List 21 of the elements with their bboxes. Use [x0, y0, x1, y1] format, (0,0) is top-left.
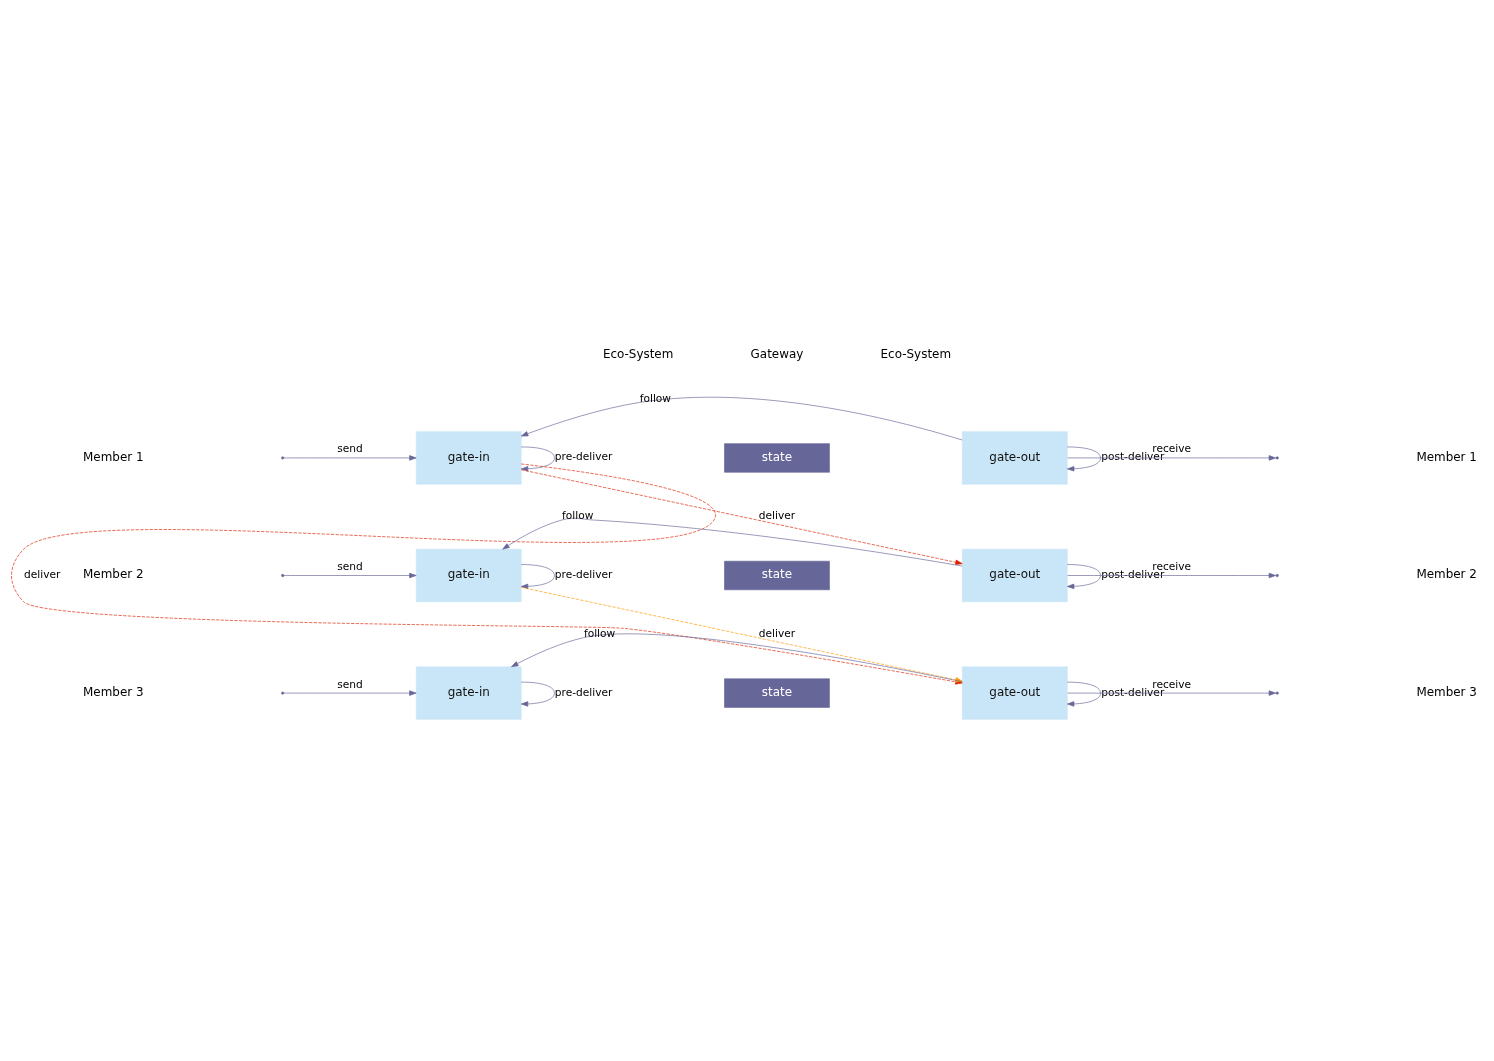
edge-label: send	[337, 677, 363, 691]
label: Member 2	[1416, 566, 1477, 581]
label: Member 3	[83, 684, 144, 699]
edge-label: follow	[639, 391, 672, 405]
label: Member 2	[83, 566, 144, 581]
label: Gateway	[750, 346, 804, 361]
label: Member 1	[1416, 449, 1477, 464]
edge-label: pre-deliver	[554, 449, 613, 463]
label: Eco-System	[880, 346, 952, 361]
edge-label: deliver	[24, 567, 61, 581]
edge-label: send	[337, 441, 363, 455]
label: Member 3	[1416, 684, 1477, 699]
edge-label: follow	[583, 626, 616, 640]
edge-label: pre-deliver	[554, 567, 613, 581]
edge-label: send	[337, 559, 363, 573]
edge-label: pre-deliver	[554, 685, 613, 699]
edge-label: deliver	[758, 508, 796, 522]
edge-label: follow	[562, 508, 594, 522]
edge-label: deliver	[758, 626, 796, 640]
label: Eco-System	[602, 346, 674, 361]
label: Member 1	[83, 449, 144, 464]
